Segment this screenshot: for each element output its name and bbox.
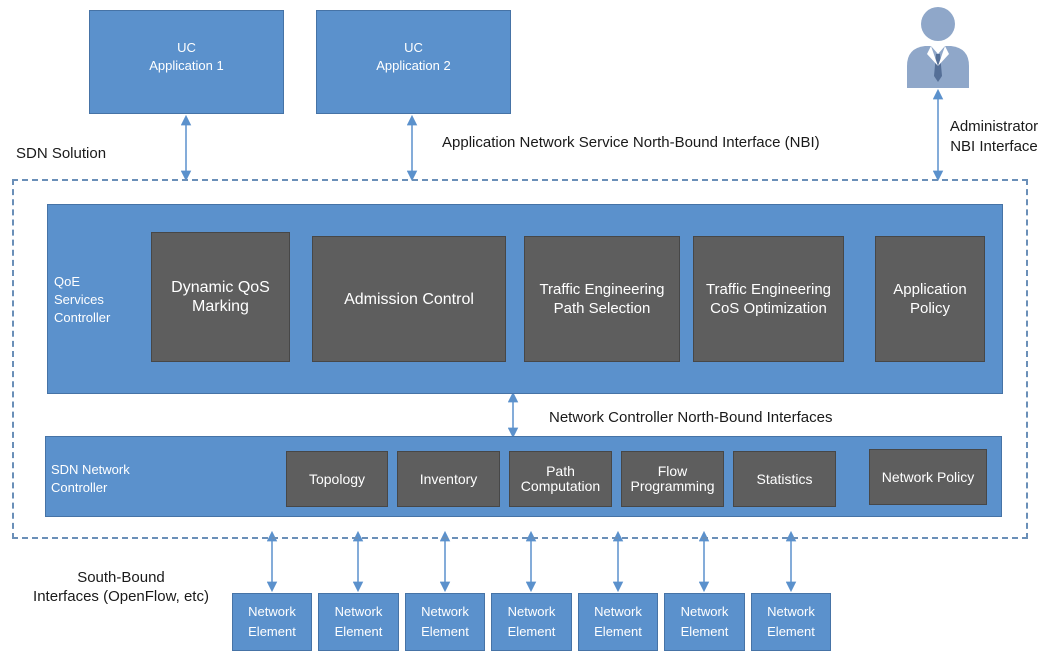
module-statistics: Statistics (733, 451, 836, 507)
ne-line2: Element (421, 624, 469, 639)
ne-line2: Element (334, 624, 383, 639)
app-line2: Application 1 (149, 58, 224, 73)
network-element-7: Network Element (751, 593, 831, 651)
service-label-line: Traffic Engineering (705, 281, 832, 298)
service-label-line: Application (893, 281, 967, 298)
app-line1: UC (404, 40, 423, 55)
ne-line1: Network (248, 604, 296, 619)
sdn-label-line: Controller (51, 480, 108, 495)
network-element-3: Network Element (405, 593, 485, 651)
admin-label-line2: NBI Interface (950, 138, 1038, 155)
module-flow-programming: Flow Programming (621, 451, 724, 507)
service-label-line: Traffic Engineering (539, 281, 665, 298)
sdn-solution-boundary (12, 179, 1028, 539)
person-icon (907, 7, 969, 88)
network-controller-nbi-label: Network Controller North-Bound Interface… (549, 409, 833, 426)
uc-application-2-box: UC Application 2 (316, 10, 511, 114)
qoe-controller-label: QoE Services Controller (54, 273, 110, 327)
service-te-cos-optimization: Traffic Engineering CoS Optimization (693, 236, 844, 362)
ne-line2: Element (680, 624, 729, 639)
sdn-label-line: SDN Network (51, 462, 130, 477)
network-element-1: Network Element (232, 593, 312, 651)
southbound-arrows (266, 530, 797, 593)
app-line1: UC (177, 40, 196, 55)
southbound-interfaces-label: South-Bound Interfaces (OpenFlow, etc) (28, 568, 214, 606)
admin-label-line1: Administrator (949, 118, 1039, 135)
qoe-label-line: Controller (54, 310, 111, 325)
qoe-label-line: QoE (54, 274, 81, 289)
service-admission-control: Admission Control (312, 236, 506, 362)
module-label-line: Inventory (419, 470, 478, 487)
network-element-5: Network Element (578, 593, 658, 651)
ne-line1: Network (680, 604, 729, 619)
module-label-line: Network Policy (881, 468, 975, 485)
module-label-line: Topology (308, 470, 366, 487)
module-path-computation: Path Computation (509, 451, 612, 507)
sdn-solution-label: SDN Solution (16, 145, 107, 162)
qoe-label-line: Services (54, 292, 104, 307)
network-element-2: Network Element (318, 593, 399, 651)
ne-line1: Network (334, 604, 383, 619)
service-dynamic-qos-marking: Dynamic QoS Marking (151, 232, 290, 362)
module-inventory: Inventory (397, 451, 500, 507)
service-label-line: Dynamic QoS (171, 279, 270, 296)
ne-line1: Network (767, 604, 815, 619)
sbi-label-line2: Interfaces (OpenFlow, etc) (33, 588, 209, 605)
service-te-path-selection: Traffic Engineering Path Selection (524, 236, 680, 362)
app-line2: Application 2 (376, 58, 451, 73)
ne-line2: Element (594, 624, 642, 639)
module-label-line: Statistics (756, 470, 813, 487)
service-label-line: CoS Optimization (710, 300, 827, 317)
app-nbi-label: Application Network Service North-Bound … (442, 134, 820, 151)
network-element-4: Network Element (491, 593, 572, 651)
sbi-label-line1: South-Bound (77, 569, 165, 586)
module-network-policy: Network Policy (869, 449, 987, 505)
service-application-policy: Application Policy (875, 236, 985, 362)
network-element-6: Network Element (664, 593, 745, 651)
ne-line2: Element (507, 624, 556, 639)
ne-line2: Element (767, 624, 815, 639)
module-label-line: Flow (657, 463, 688, 479)
uc-application-1-box: UC Application 1 (89, 10, 284, 114)
ne-line1: Network (421, 604, 469, 619)
module-label-line: Path (546, 463, 575, 479)
module-topology: Topology (286, 451, 388, 507)
sdn-controller-label: SDN Network Controller (51, 461, 130, 497)
service-label-line: Path Selection (553, 300, 651, 317)
service-label-line: Admission Control (344, 290, 474, 308)
ne-line2: Element (248, 624, 296, 639)
service-label-line: Policy (909, 300, 950, 317)
service-label-line: Marking (192, 298, 249, 315)
ne-line1: Network (594, 604, 642, 619)
ne-line1: Network (507, 604, 556, 619)
module-label-line: Computation (520, 478, 601, 494)
module-label-line: Programming (630, 478, 715, 494)
admin-nbi-label: Administrator NBI Interface (938, 117, 1050, 157)
